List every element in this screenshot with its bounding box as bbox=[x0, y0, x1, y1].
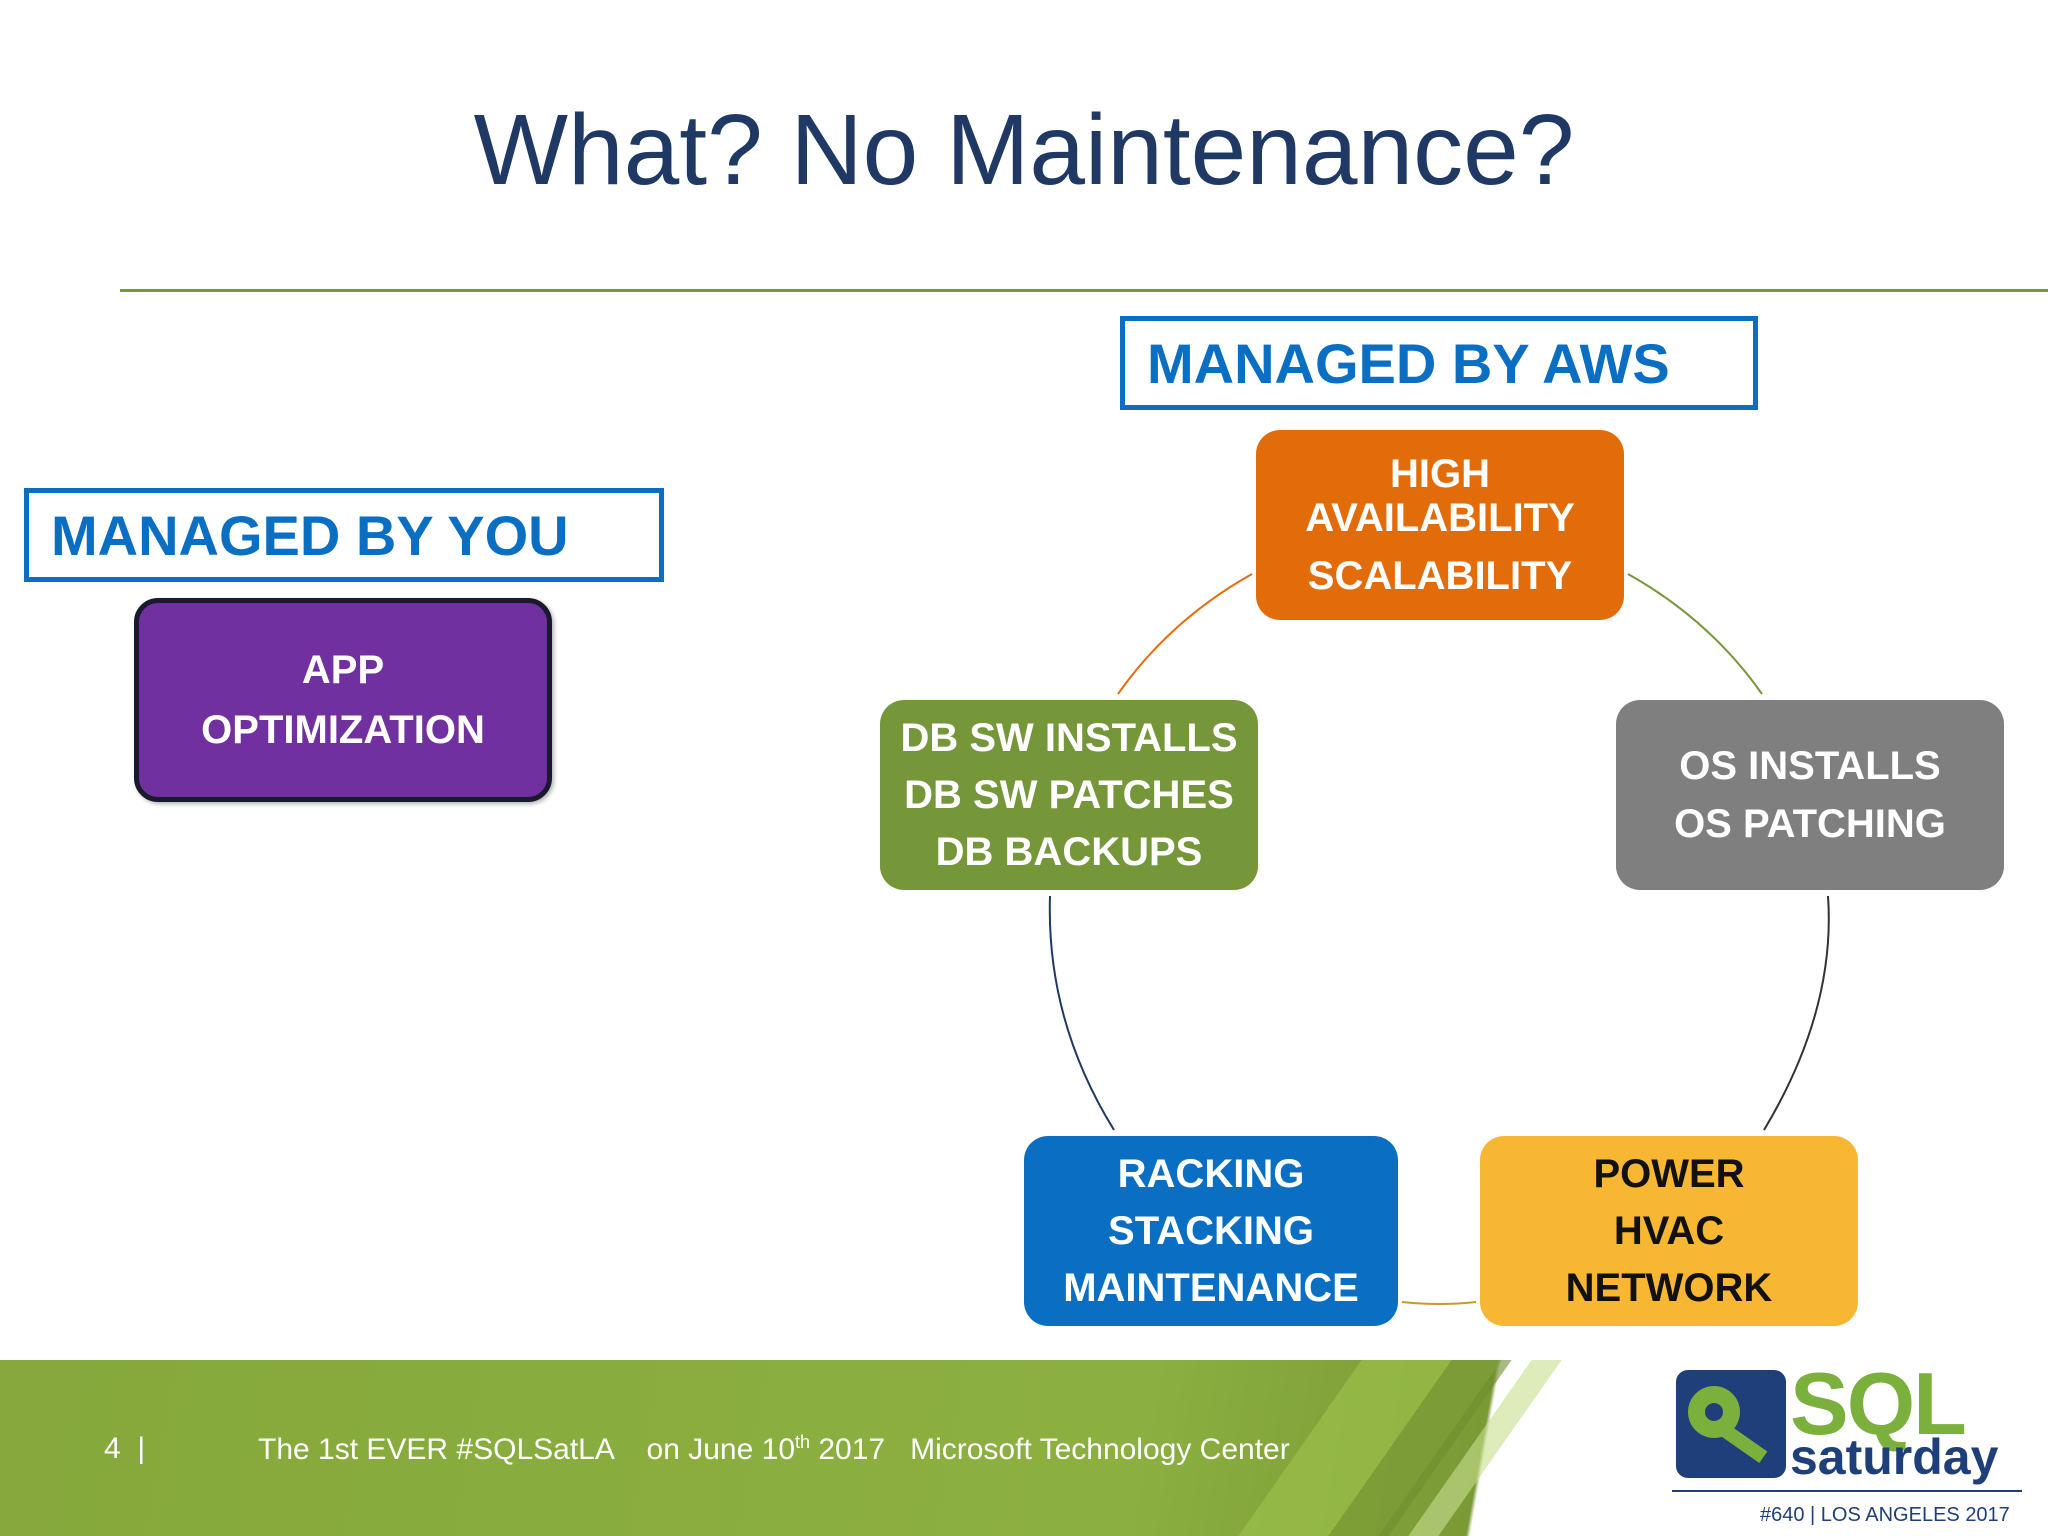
power-box: POWER HVAC NETWORK bbox=[1480, 1136, 1858, 1326]
app-optimization-box: APP OPTIMIZATION bbox=[134, 598, 552, 802]
managed-by-you-label: MANAGED BY YOU bbox=[24, 488, 664, 582]
slide-title: What? No Maintenance? bbox=[473, 94, 1575, 206]
box-line: DB BACKUPS bbox=[935, 829, 1203, 874]
os-box: OS INSTALLS OS PATCHING bbox=[1616, 700, 2004, 890]
box-line: DB SW INSTALLS bbox=[900, 715, 1238, 760]
sqlsaturday-logo: PASS SQL saturday #640 | LOS ANGELES 201… bbox=[1668, 1360, 2028, 1536]
arc-blue-to-green bbox=[1048, 895, 1115, 1131]
logo-sql: SQL bbox=[1790, 1354, 1967, 1453]
box-line: RACKING bbox=[1117, 1151, 1305, 1196]
arc-yellow-to-blue bbox=[1401, 1301, 1477, 1305]
managed-by-aws-label: MANAGED BY AWS bbox=[1120, 316, 1758, 410]
box-line: HVAC bbox=[1613, 1208, 1725, 1253]
arc-gray-to-yellow bbox=[1763, 895, 1830, 1131]
box-line: OS INSTALLS bbox=[1679, 744, 1941, 788]
box-line: OPTIMIZATION bbox=[201, 708, 485, 752]
box-line: DB SW PATCHES bbox=[904, 772, 1234, 817]
box-line: NETWORK bbox=[1565, 1265, 1773, 1310]
box-line: OS PATCHING bbox=[1674, 802, 1946, 846]
arc-orange-to-green bbox=[1117, 573, 1253, 695]
racking-box: RACKING STACKING MAINTENANCE bbox=[1024, 1136, 1398, 1326]
event-info: The 1st EVER #SQLSatLA on June 10th 2017… bbox=[258, 1432, 1290, 1466]
box-line: APP bbox=[301, 648, 385, 692]
key-icon bbox=[1676, 1370, 1786, 1478]
logo-subtitle: #640 | LOS ANGELES 2017 bbox=[1760, 1504, 2010, 1526]
db-box: DB SW INSTALLS DB SW PATCHES DB BACKUPS bbox=[880, 700, 1258, 890]
high-availability-box: HIGH AVAILABILITY SCALABILITY bbox=[1256, 430, 1624, 620]
box-line: AVAILABILITY bbox=[1305, 496, 1575, 540]
box-line: POWER bbox=[1593, 1151, 1745, 1196]
title-divider bbox=[120, 289, 2048, 292]
box-line: STACKING bbox=[1108, 1208, 1314, 1253]
box-line: SCALABILITY bbox=[1307, 554, 1573, 598]
logo-pass: PASS bbox=[1754, 1370, 1779, 1429]
box-line: HIGH bbox=[1390, 452, 1490, 496]
logo-divider bbox=[1672, 1490, 2022, 1492]
page-number: 4 | bbox=[104, 1432, 146, 1465]
logo-saturday: saturday bbox=[1790, 1429, 1999, 1485]
box-line: MAINTENANCE bbox=[1063, 1265, 1359, 1310]
arc-orange-to-gray bbox=[1627, 573, 1763, 695]
